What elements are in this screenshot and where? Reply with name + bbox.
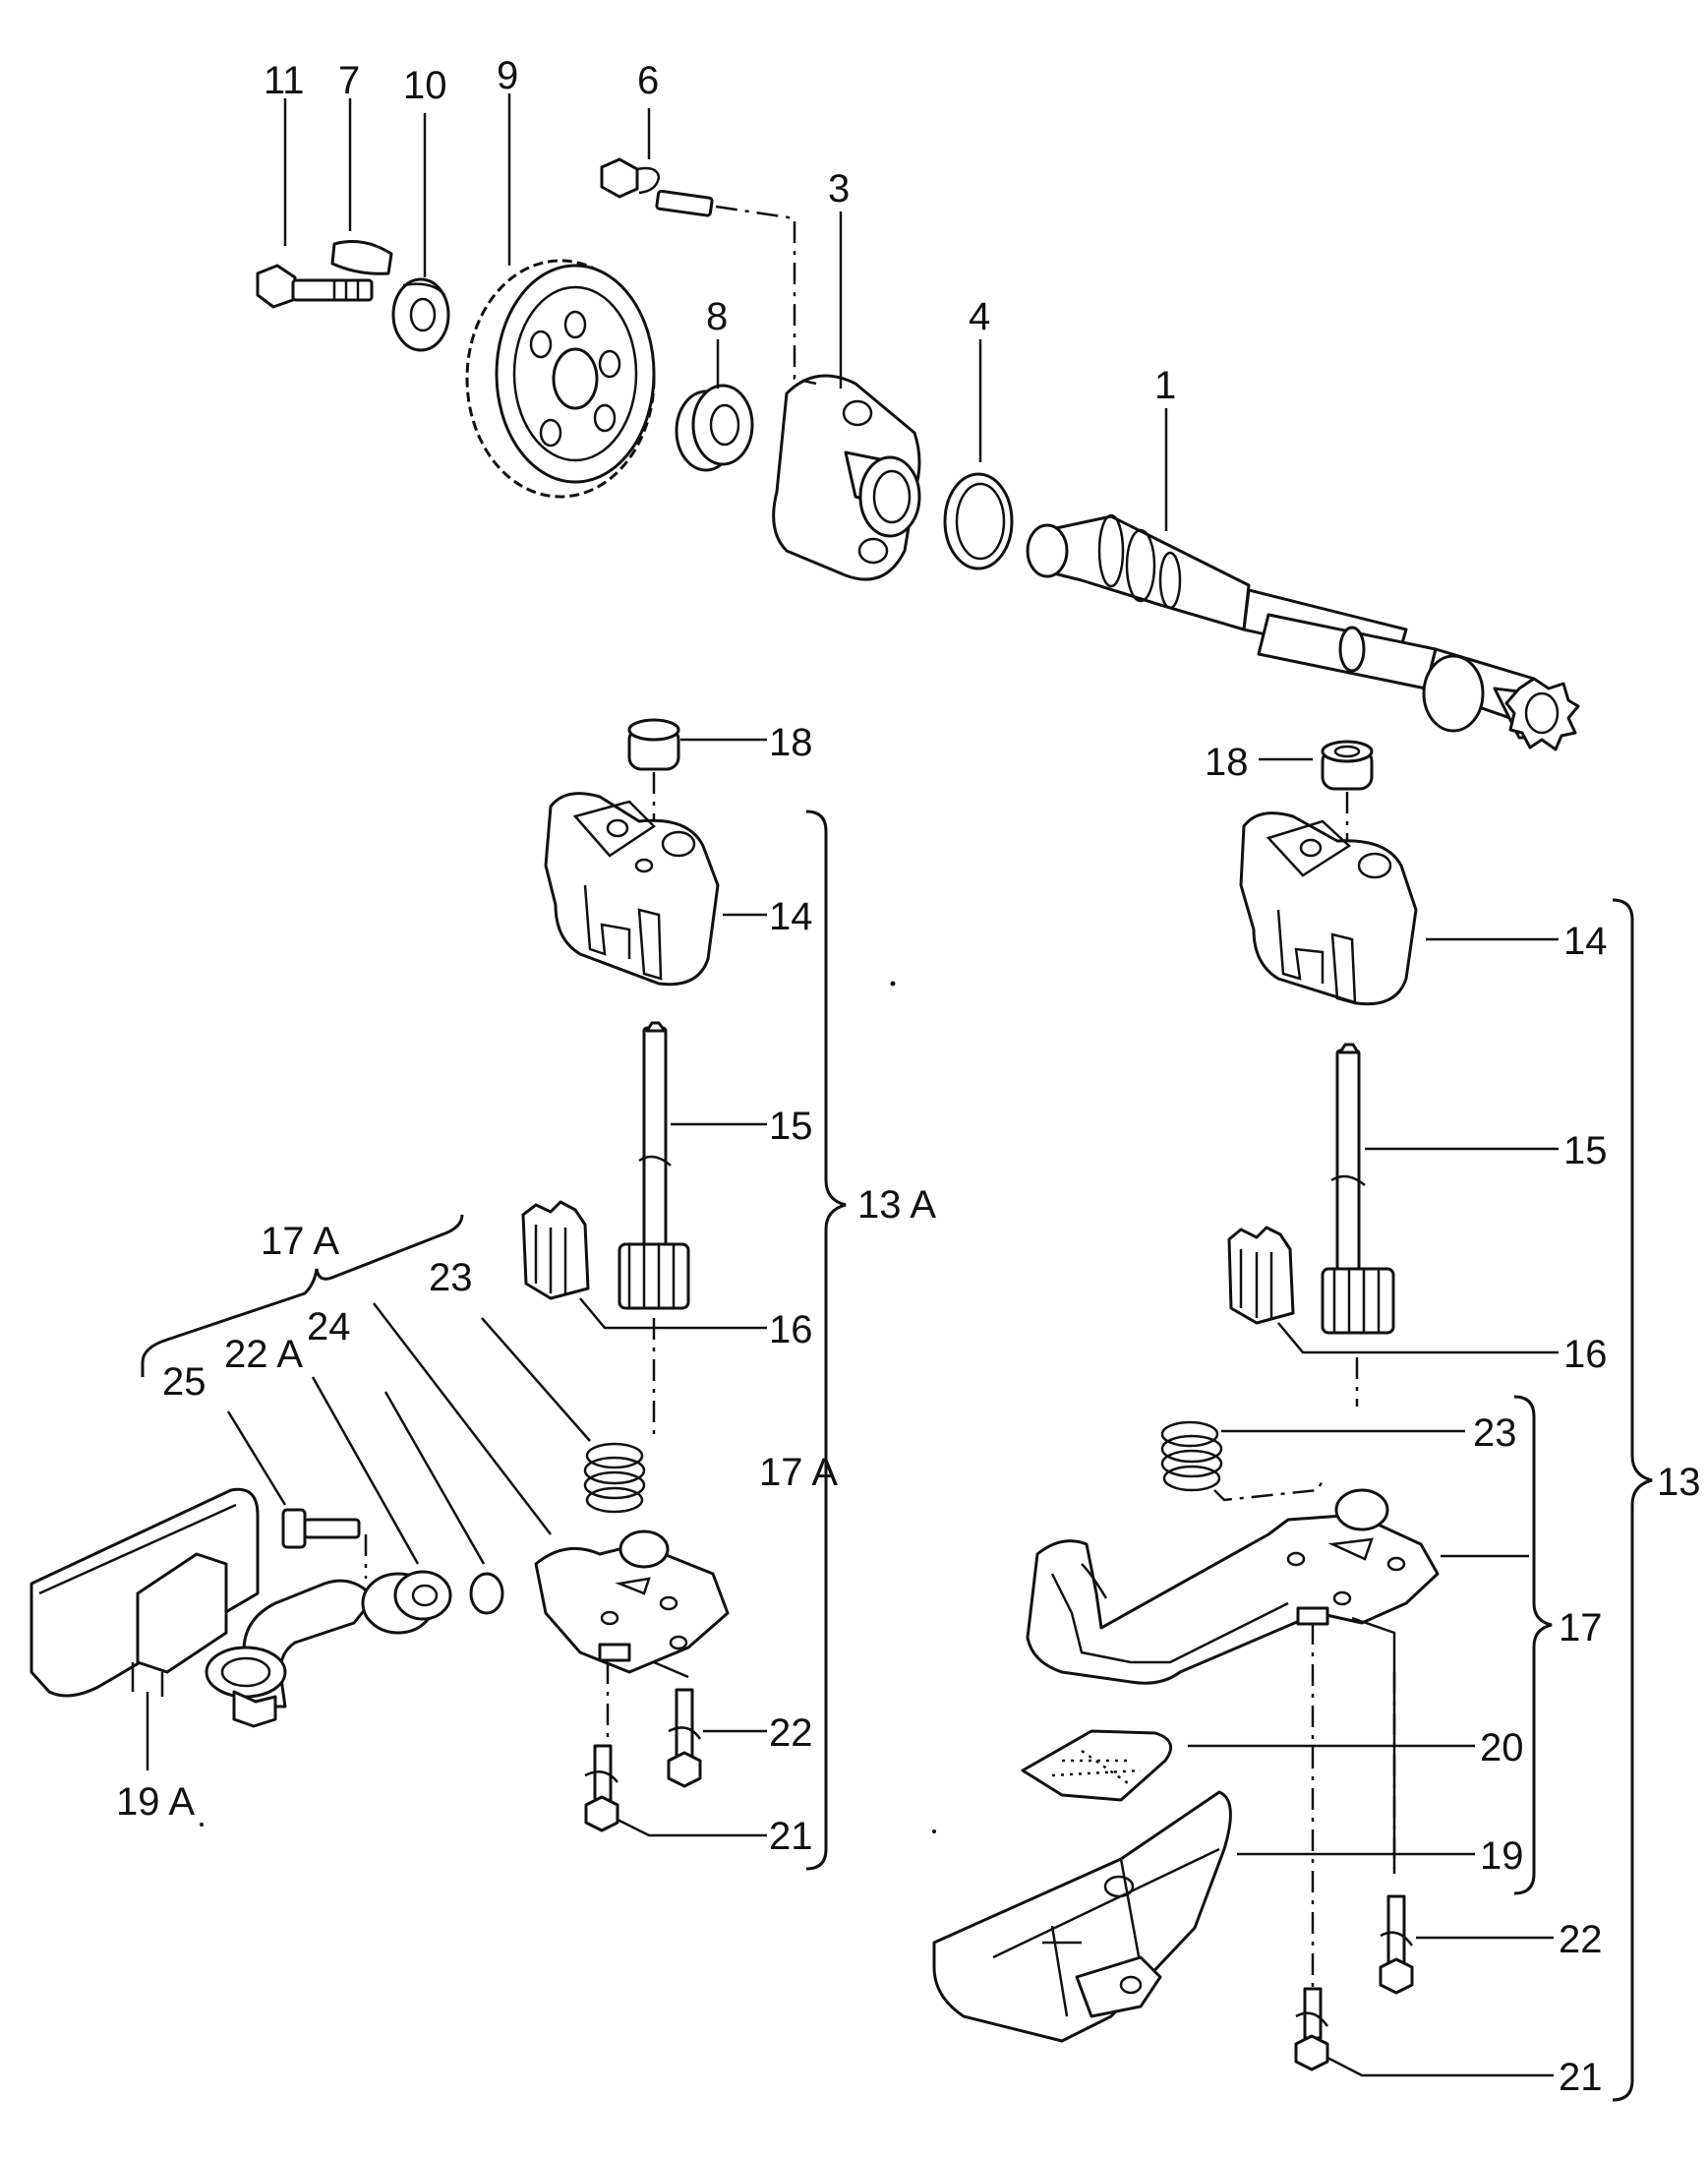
label-8: 8 — [706, 295, 728, 338]
right-label-16: 16 — [1563, 1333, 1608, 1376]
left-label-25: 25 — [162, 1360, 206, 1404]
right-part-17-pump-cover — [1026, 1488, 1440, 1685]
left-part-19a-oil-strainer — [29, 1487, 287, 1728]
right-part-22-bolt — [1379, 1894, 1414, 1995]
part-9-sprocket — [465, 259, 656, 499]
part-4-o-ring — [943, 472, 1014, 570]
label-4: 4 — [969, 295, 990, 338]
part-8-bearing — [675, 384, 754, 472]
part-7-key — [330, 240, 393, 275]
label-1: 1 — [1154, 364, 1176, 407]
right-label-20: 20 — [1480, 1726, 1524, 1769]
left-part-16-pump-gear — [521, 1200, 690, 1310]
label-11: 11 — [264, 59, 305, 102]
left-label-22a: 22 A — [224, 1333, 303, 1376]
left-label-19a: 19 A — [116, 1780, 195, 1824]
left-part-21-bolt — [584, 1744, 619, 1832]
left-label-17a-side: 17 A — [759, 1451, 838, 1494]
right-part-18-bushing — [1321, 740, 1374, 791]
left-part-18-bushing — [627, 718, 680, 771]
left-part-15-pump-shaft — [638, 1021, 672, 1256]
right-part-20-screen — [1021, 1729, 1173, 1802]
right-label-13: 13 — [1657, 1461, 1701, 1504]
part-1-drive-shaft — [1026, 513, 1580, 751]
left-label-17a-top: 17 A — [261, 1220, 339, 1263]
left-part-14-pump-housing — [544, 792, 720, 987]
left-label-14: 14 — [769, 895, 813, 938]
label-6: 6 — [637, 59, 659, 102]
right-part-16-pump-gear — [1227, 1226, 1395, 1335]
label-10: 10 — [403, 64, 447, 107]
left-label-16: 16 — [769, 1308, 813, 1351]
left-part-25-bolt — [281, 1508, 361, 1549]
left-part-23-spring — [583, 1442, 646, 1514]
left-part-17a-pump-cover — [534, 1529, 730, 1674]
left-label-21: 21 — [769, 1815, 813, 1858]
right-label-15: 15 — [1563, 1129, 1608, 1172]
left-label-13a: 13 A — [857, 1183, 936, 1227]
right-label-19: 19 — [1480, 1834, 1524, 1878]
label-9: 9 — [497, 54, 518, 97]
left-part-22-bolt — [667, 1688, 702, 1788]
left-label-23: 23 — [429, 1256, 473, 1299]
right-label-18: 18 — [1205, 741, 1249, 784]
right-label-14: 14 — [1563, 920, 1608, 963]
right-label-23: 23 — [1473, 1411, 1517, 1455]
right-label-21: 21 — [1559, 2056, 1603, 2099]
right-part-21-bolt — [1294, 1987, 1329, 2071]
right-part-15-pump-shaft — [1330, 1043, 1366, 1279]
left-label-15: 15 — [769, 1105, 813, 1148]
left-label-24: 24 — [307, 1305, 351, 1349]
left-part-24-o-ring — [469, 1572, 504, 1615]
right-part-19-oil-strainer — [932, 1790, 1232, 2043]
right-label-22: 22 — [1559, 1918, 1603, 1961]
part-3-housing — [772, 374, 921, 581]
label-3: 3 — [828, 167, 850, 210]
left-label-18: 18 — [769, 721, 813, 764]
left-label-22: 22 — [769, 1711, 813, 1755]
part-11-bolt — [256, 264, 374, 309]
label-7: 7 — [338, 59, 360, 102]
part-10-washer — [391, 277, 450, 352]
right-part-23-spring — [1160, 1420, 1223, 1492]
part-6-bolt — [600, 157, 714, 217]
right-label-17: 17 — [1559, 1606, 1603, 1649]
right-part-14-pump-housing — [1239, 811, 1418, 1006]
